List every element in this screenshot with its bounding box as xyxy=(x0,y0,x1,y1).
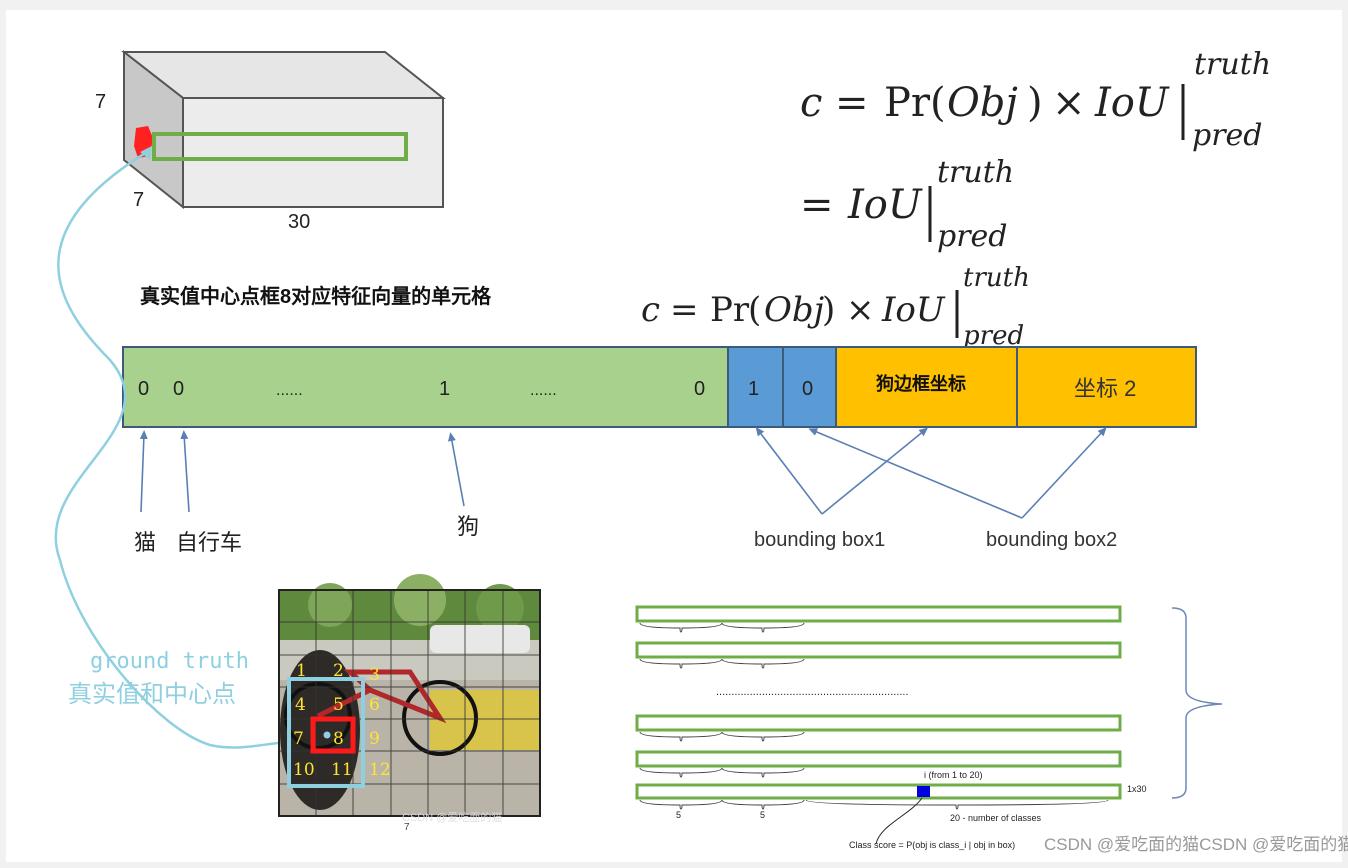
formula-line-2: = IoU truth pred xyxy=(800,155,1014,254)
svg-text:IoU: IoU xyxy=(1094,80,1170,126)
svg-text:Obj: Obj xyxy=(764,290,825,330)
rows-big-brace xyxy=(1171,607,1223,799)
box-row xyxy=(635,783,1122,800)
vector-cell-last: 0 xyxy=(694,378,705,400)
row-size-label: 1x30 xyxy=(1127,784,1147,794)
svg-text:Obj: Obj xyxy=(947,80,1018,126)
box2-confidence: 0 xyxy=(802,378,813,400)
box2-coords-segment xyxy=(1016,346,1197,428)
class-score-formula: Class score = P(obj is class_i | obj in … xyxy=(849,840,1015,850)
box-row xyxy=(635,714,1122,732)
formula-line-3: c = Pr ( Obj ) × IoU truth pred xyxy=(641,263,1030,351)
vector-cell-1: 0 xyxy=(173,378,184,400)
svg-text:9: 9 xyxy=(369,729,380,749)
svg-text:8: 8 xyxy=(333,729,344,749)
car-in-photo xyxy=(430,625,530,653)
rows-ellipsis: ........................................… xyxy=(716,686,909,698)
vector-ellipsis-1: ...... xyxy=(276,382,303,399)
svg-text:=: = xyxy=(835,80,869,126)
svg-text:Pr: Pr xyxy=(884,80,931,126)
box2-coords-label: 坐标 2 xyxy=(1074,376,1136,401)
svg-text:5: 5 xyxy=(333,695,344,715)
box1-coords-label: 狗边框坐标 xyxy=(876,373,966,394)
label-bounding-box2: bounding box2 xyxy=(986,529,1117,551)
row-braces xyxy=(639,622,1109,810)
svg-text:pred: pred xyxy=(937,219,1008,254)
svg-text:6: 6 xyxy=(369,695,380,715)
vector-cell-dog: 1 xyxy=(439,378,450,400)
svg-text:truth: truth xyxy=(937,155,1014,190)
svg-text:(: ( xyxy=(930,80,946,126)
svg-text:11: 11 xyxy=(331,760,353,780)
class-index-marker xyxy=(917,786,930,797)
svg-text:pred: pred xyxy=(1192,118,1263,153)
label-dog: 狗 xyxy=(457,514,479,539)
svg-text:×: × xyxy=(1052,80,1086,126)
svg-text:3: 3 xyxy=(369,665,380,685)
box-row xyxy=(635,750,1122,768)
svg-text:c: c xyxy=(800,80,822,126)
class-index-label: i (from 1 to 20) xyxy=(924,770,983,780)
svg-text:Pr: Pr xyxy=(710,290,750,330)
label-bounding-box1: bounding box1 xyxy=(754,529,885,551)
svg-text:12: 12 xyxy=(369,760,391,780)
svg-text:×: × xyxy=(846,290,875,330)
box-rows xyxy=(635,605,1122,800)
svg-text:(: ( xyxy=(748,290,761,330)
box1-coords-segment xyxy=(835,346,1018,428)
csdn-watermark: CSDN @爱吃面的猫CSDN @爱吃面的猫 xyxy=(1044,835,1348,854)
ground-truth-connector xyxy=(54,150,293,749)
box-row xyxy=(635,641,1122,659)
svg-text:IoU: IoU xyxy=(847,182,923,228)
svg-text:): ) xyxy=(822,290,835,330)
center-cell-box xyxy=(310,716,356,754)
vector-arrows xyxy=(139,426,1107,519)
svg-text:10: 10 xyxy=(293,760,315,780)
svg-text:7: 7 xyxy=(293,729,304,749)
box1-confidence: 1 xyxy=(748,378,759,400)
cube-depth-label: 7 xyxy=(133,189,144,211)
connector-arrowhead xyxy=(140,146,152,160)
vector-ellipsis-2: ...... xyxy=(530,382,557,399)
ground-truth-box xyxy=(287,677,365,788)
svg-text:=: = xyxy=(670,290,699,330)
label-cat: 猫 xyxy=(134,530,156,555)
photo-bottom-mark: 7 xyxy=(404,822,410,833)
second-box-size: 5 xyxy=(760,810,765,820)
ground-truth-cn-label: 真实值和中心点 xyxy=(68,681,236,708)
output-tensor-cube xyxy=(121,49,446,210)
ground-truth-label: ground truth xyxy=(90,649,249,674)
cube-side-label: 7 xyxy=(95,91,106,113)
cube-feature-vector xyxy=(152,132,408,161)
svg-text:truth: truth xyxy=(1194,47,1271,82)
svg-text:IoU: IoU xyxy=(881,290,946,330)
box-row xyxy=(635,605,1122,623)
vector-caption: 真实值中心点框8对应特征向量的单元格 xyxy=(140,284,492,308)
svg-text:1: 1 xyxy=(296,661,307,681)
grid-photo xyxy=(278,574,541,817)
center-point xyxy=(323,731,331,739)
svg-text:=: = xyxy=(800,182,834,228)
class-prob-segment xyxy=(122,346,729,428)
bicycle-wheel xyxy=(402,680,478,756)
first-box-size: 5 xyxy=(676,810,681,820)
cell-numbers: 1 2 3 4 5 6 7 8 9 10 11 12 xyxy=(293,661,391,780)
label-bicycle: 自行车 xyxy=(176,530,242,555)
cube-width-label: 30 xyxy=(288,211,310,233)
feature-vector xyxy=(122,346,1197,428)
vector-cell-0: 0 xyxy=(138,378,149,400)
svg-text:4: 4 xyxy=(295,695,306,715)
photo-watermark: CSDN @爱吃面的猫 xyxy=(402,810,502,824)
classes-count-label: 20 - number of classes xyxy=(950,813,1042,823)
svg-text:2: 2 xyxy=(333,661,344,681)
class-score-pointer xyxy=(875,797,923,845)
svg-text:c: c xyxy=(641,290,660,330)
formula-line-1: c = Pr ( Obj ) × IoU truth pred xyxy=(800,47,1271,153)
svg-text:truth: truth xyxy=(963,263,1030,293)
svg-text:): ) xyxy=(1027,80,1043,126)
